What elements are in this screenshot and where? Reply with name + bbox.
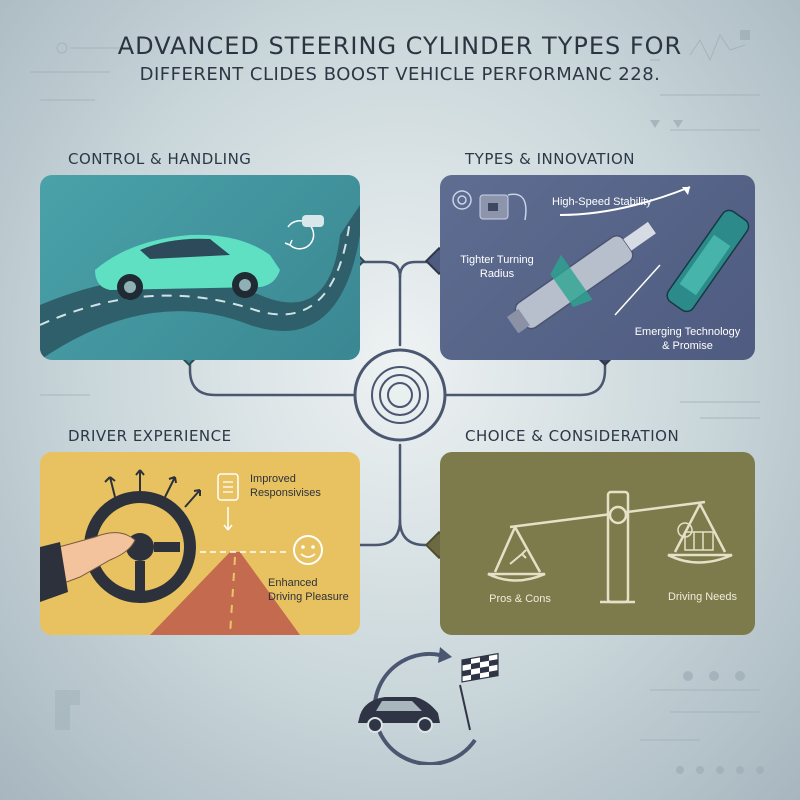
label-tighter-turning: Tighter Turning Radius [460, 254, 534, 280]
scale-icon [487, 490, 733, 604]
steering-cylinders-illustration [452, 186, 750, 334]
checkered-flag-icon [459, 652, 499, 731]
driver-experience-illustration [40, 469, 323, 635]
panel-driver-experience: Improved Responsivises Enhanced Driving … [40, 452, 360, 635]
balance-scale-illustration [487, 490, 733, 604]
page-title: ADVANCED STEERING CYLINDER TYPES FOR [117, 32, 683, 60]
cycle-car-flag-illustration [358, 647, 499, 765]
label-emerging-technology: Emerging Technology & Promise [634, 326, 741, 352]
sports-car-icon [95, 234, 280, 300]
wrench-icon [509, 549, 527, 565]
label-high-speed-stability: High-Speed Stability [552, 196, 652, 208]
section-title-choice: CHOICE & CONSIDERATION [465, 427, 680, 445]
panel-types-innovation: High-Speed Stability Tighter Turning Rad… [440, 175, 755, 360]
arrows-icon [104, 469, 201, 508]
panel-choice-consideration: Pros & Cons Driving Needs [440, 452, 755, 635]
map-icon [677, 522, 714, 551]
label-driving-needs: Driving Needs [667, 591, 738, 603]
cylinder-gray [506, 221, 656, 334]
label-enhanced-pleasure: Enhanced Driving Pleasure [268, 577, 349, 603]
car-icon [358, 697, 440, 733]
spring-icon [217, 473, 239, 501]
section-title-types: TYPES & INNOVATION [465, 150, 636, 168]
smiley-icon [293, 535, 323, 565]
label-pros-cons: Pros & Cons [489, 593, 551, 605]
sports-car-road-illustration [40, 205, 360, 360]
panel-control-handling [40, 175, 360, 360]
section-title-control: CONTROL & HANDLING [68, 150, 252, 168]
rotate-arrow-icon [284, 220, 315, 250]
section-title-driver: DRIVER EXPERIENCE [68, 427, 232, 445]
label-improved-responsiveness: Improved Responsivises [250, 473, 321, 499]
cylinder-teal [666, 209, 750, 313]
gear-icon [452, 190, 472, 210]
page-subtitle: DIFFERENT CLIDES BOOST VEHICLE PERFORMAN… [139, 64, 661, 85]
